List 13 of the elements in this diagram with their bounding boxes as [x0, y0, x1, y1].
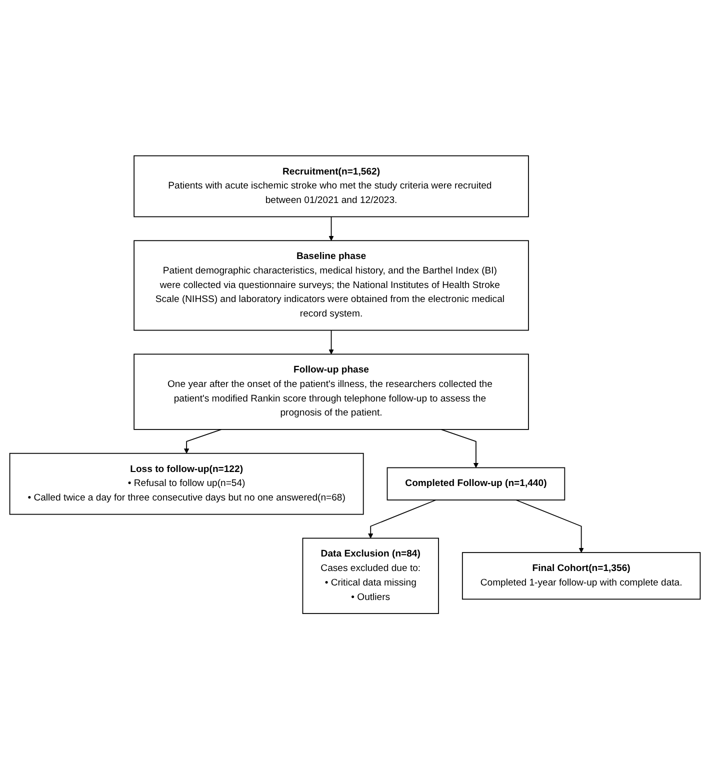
node-box: Recruitment(n=1,562) Patients with acute ischemic stroke who met the study criteria were recruited between 01/2021 and 12/2023. — [134, 156, 529, 218]
arrow — [328, 330, 334, 355]
node-box: Loss to follow-up(n=122) • Refusal to follow up(n=54) • Called twice a day for three consecutive days but no one answered(n=68) — [9, 453, 364, 516]
node-box: Follow-up phase One year after the onset of the patient's illness, the researchers collected the patient's modified Rankin score through telephone follow-up to assess the prognosis of the patient. — [134, 354, 529, 430]
arrow — [368, 500, 436, 539]
arrow — [516, 500, 584, 554]
node-box: Data Exclusion (n=84) Cases excluded due to: • Critical data missing • Outliers — [302, 538, 439, 614]
node-box: Final Cohort(n=1,356) Completed 1-year follow-up with complete data. — [462, 552, 701, 600]
node-box: Completed Follow-up (n=1,440) — [386, 468, 566, 501]
arrow — [184, 429, 222, 454]
node-box: Baseline phase Patient demographic characteristics, medical history, and the Barthel Index (BI) were collected via questionnaire surveys; the National Institutes of Health Stroke Scale (NIHSS) and laboratory indicators were obtained from the electronic medical record system. — [134, 240, 529, 332]
arrow — [328, 216, 334, 242]
arrow — [440, 429, 479, 468]
